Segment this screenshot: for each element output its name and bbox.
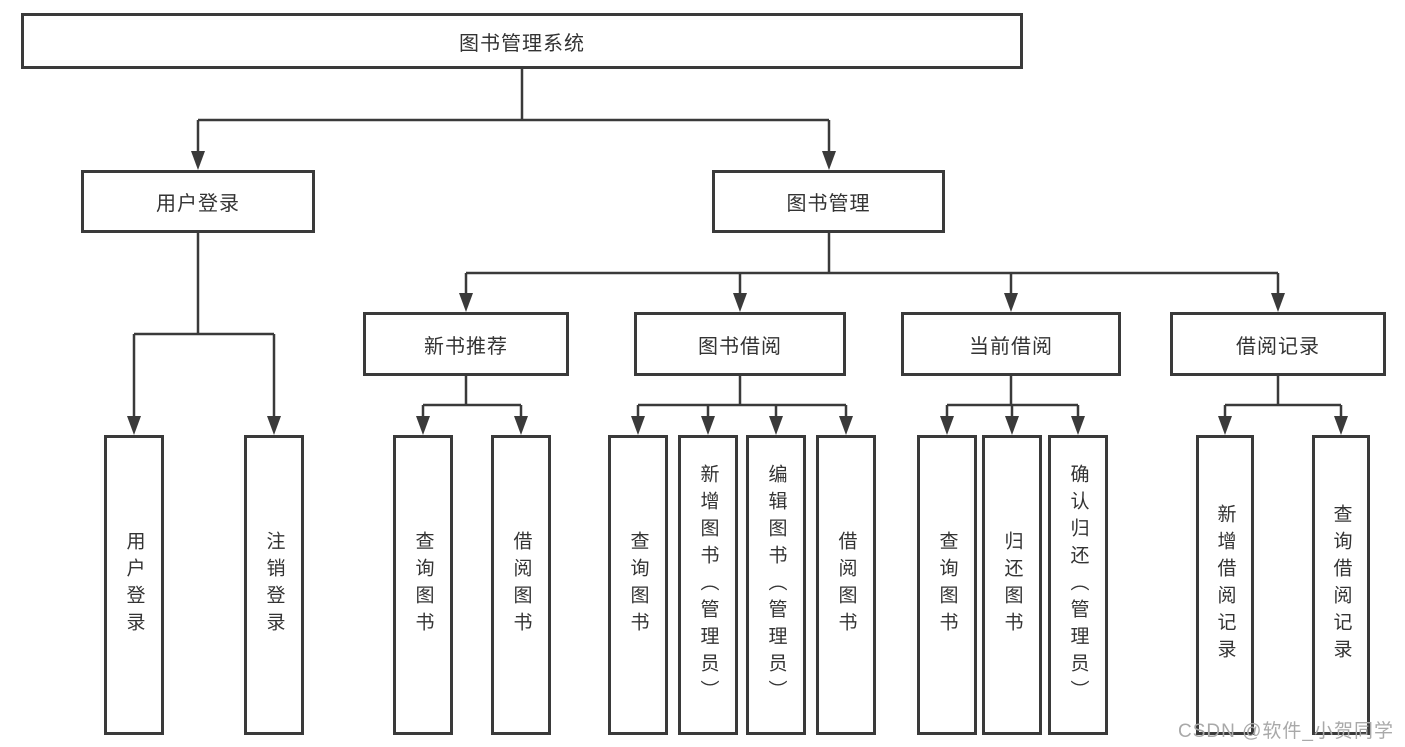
node-leaf-return-book: 归还图书	[982, 435, 1042, 735]
node-label: 新增图书（管理员）	[697, 463, 719, 707]
node-leaf-borrow-book-1: 借阅图书	[491, 435, 551, 735]
node-label: 借阅图书	[510, 531, 532, 639]
node-label: 查询借阅记录	[1330, 504, 1352, 666]
node-leaf-edit-book-admin: 编辑图书（管理员）	[746, 435, 806, 735]
node-leaf-logout: 注销登录	[244, 435, 304, 735]
connector-book-borrow-to-leaves	[631, 376, 853, 435]
node-leaf-query-book-1: 查询图书	[393, 435, 453, 735]
node-leaf-query-book-2: 查询图书	[608, 435, 668, 735]
node-label: 借阅记录	[1236, 335, 1320, 358]
node-label: 用户登录	[123, 531, 145, 639]
node-root-system: 图书管理系统	[21, 13, 1023, 69]
node-label: 确认归还（管理员）	[1067, 463, 1089, 707]
csdn-watermark: CSDN @软件_小贺同学	[1178, 721, 1394, 742]
node-label: 图书管理系统	[459, 32, 585, 55]
node-borrow-record: 借阅记录	[1170, 312, 1386, 376]
node-label: 归还图书	[1001, 531, 1023, 639]
node-leaf-borrow-book-2: 借阅图书	[816, 435, 876, 735]
node-label: 用户登录	[156, 193, 240, 215]
node-label: 图书借阅	[698, 335, 782, 358]
node-label: 借阅图书	[835, 531, 857, 639]
node-label: 查询图书	[936, 531, 958, 639]
node-label: 当前借阅	[969, 335, 1053, 358]
connector-root-to-level2	[191, 69, 836, 170]
node-leaf-add-book-admin: 新增图书（管理员）	[678, 435, 738, 735]
node-label: 新书推荐	[424, 335, 508, 358]
connector-new-book-to-leaves	[416, 376, 528, 435]
node-label: 注销登录	[263, 531, 285, 639]
connector-current-borrow-to-leaves	[940, 376, 1085, 435]
node-new-book-recommend: 新书推荐	[363, 312, 569, 376]
node-user-login: 用户登录	[81, 170, 315, 233]
node-leaf-user-login: 用户登录	[104, 435, 164, 735]
node-leaf-query-book-3: 查询图书	[917, 435, 977, 735]
node-book-borrow: 图书借阅	[634, 312, 846, 376]
connector-book-mgmt-to-level3	[459, 233, 1285, 312]
node-current-borrow: 当前借阅	[901, 312, 1121, 376]
node-book-management: 图书管理	[712, 170, 945, 233]
connector-borrow-record-to-leaves	[1218, 376, 1348, 435]
node-leaf-query-borrow-record: 查询借阅记录	[1312, 435, 1370, 735]
node-label: 新增借阅记录	[1214, 504, 1236, 666]
node-label: 编辑图书（管理员）	[765, 463, 787, 707]
node-leaf-add-borrow-record: 新增借阅记录	[1196, 435, 1254, 735]
node-label: 查询图书	[412, 531, 434, 639]
connector-user-login-to-leaves	[127, 233, 281, 435]
node-label: 图书管理	[786, 193, 871, 215]
node-label: 查询图书	[627, 531, 649, 639]
node-leaf-confirm-return-admin: 确认归还（管理员）	[1048, 435, 1108, 735]
